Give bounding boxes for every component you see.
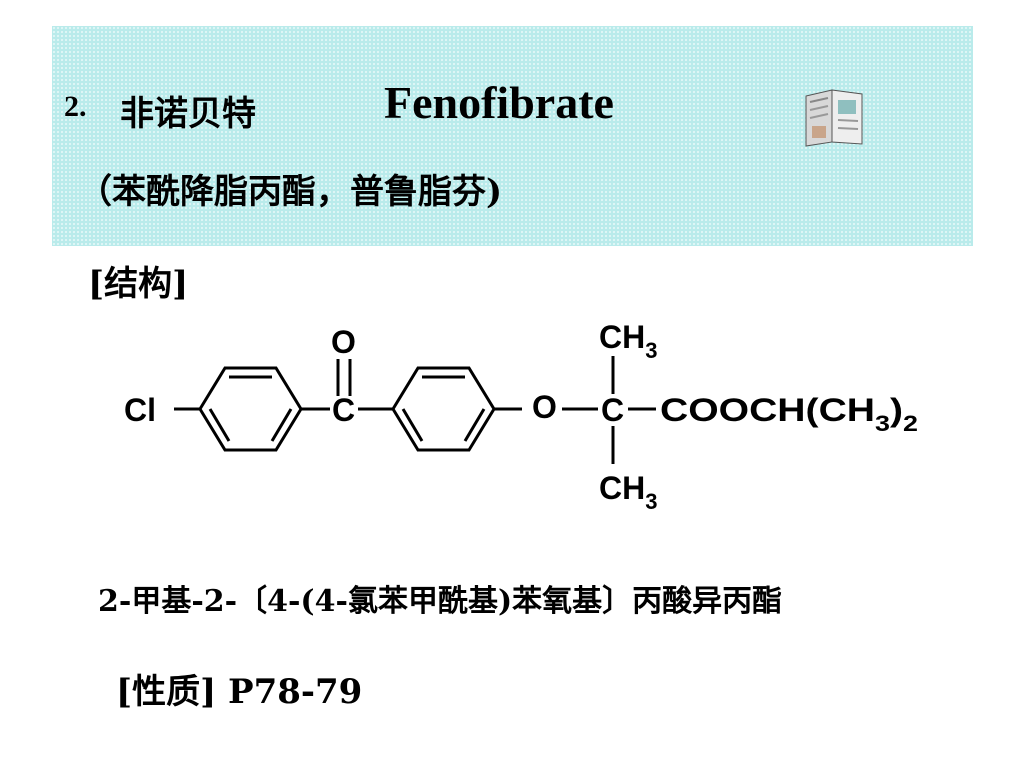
iupac-name: 2-甲基-2-〔4-(4-氯苯甲酰基)苯氧基〕丙酸异丙酯 xyxy=(98,584,783,619)
carbonyl-carbon-atom: C xyxy=(332,392,355,428)
book-icon xyxy=(805,89,863,147)
structure-label: [结构] xyxy=(88,264,189,304)
methyl-group-bottom: CH3 xyxy=(599,470,657,514)
chlorine-atom: Cl xyxy=(124,392,156,428)
carbonyl-oxygen-atom: O xyxy=(331,324,356,360)
drug-chinese-name: 非诺贝特 xyxy=(120,94,256,134)
drug-aliases: （苯酰降脂丙酯，普鲁脂芬) xyxy=(78,172,503,212)
quaternary-carbon-atom: C xyxy=(601,392,624,428)
methyl-group-top: CH3 xyxy=(599,319,657,363)
section-number: 2. xyxy=(64,90,87,123)
drug-english-name: Fenofibrate xyxy=(384,77,614,128)
properties-reference: [性质] P78-79 xyxy=(116,672,363,712)
ether-oxygen-atom: O xyxy=(532,389,557,425)
